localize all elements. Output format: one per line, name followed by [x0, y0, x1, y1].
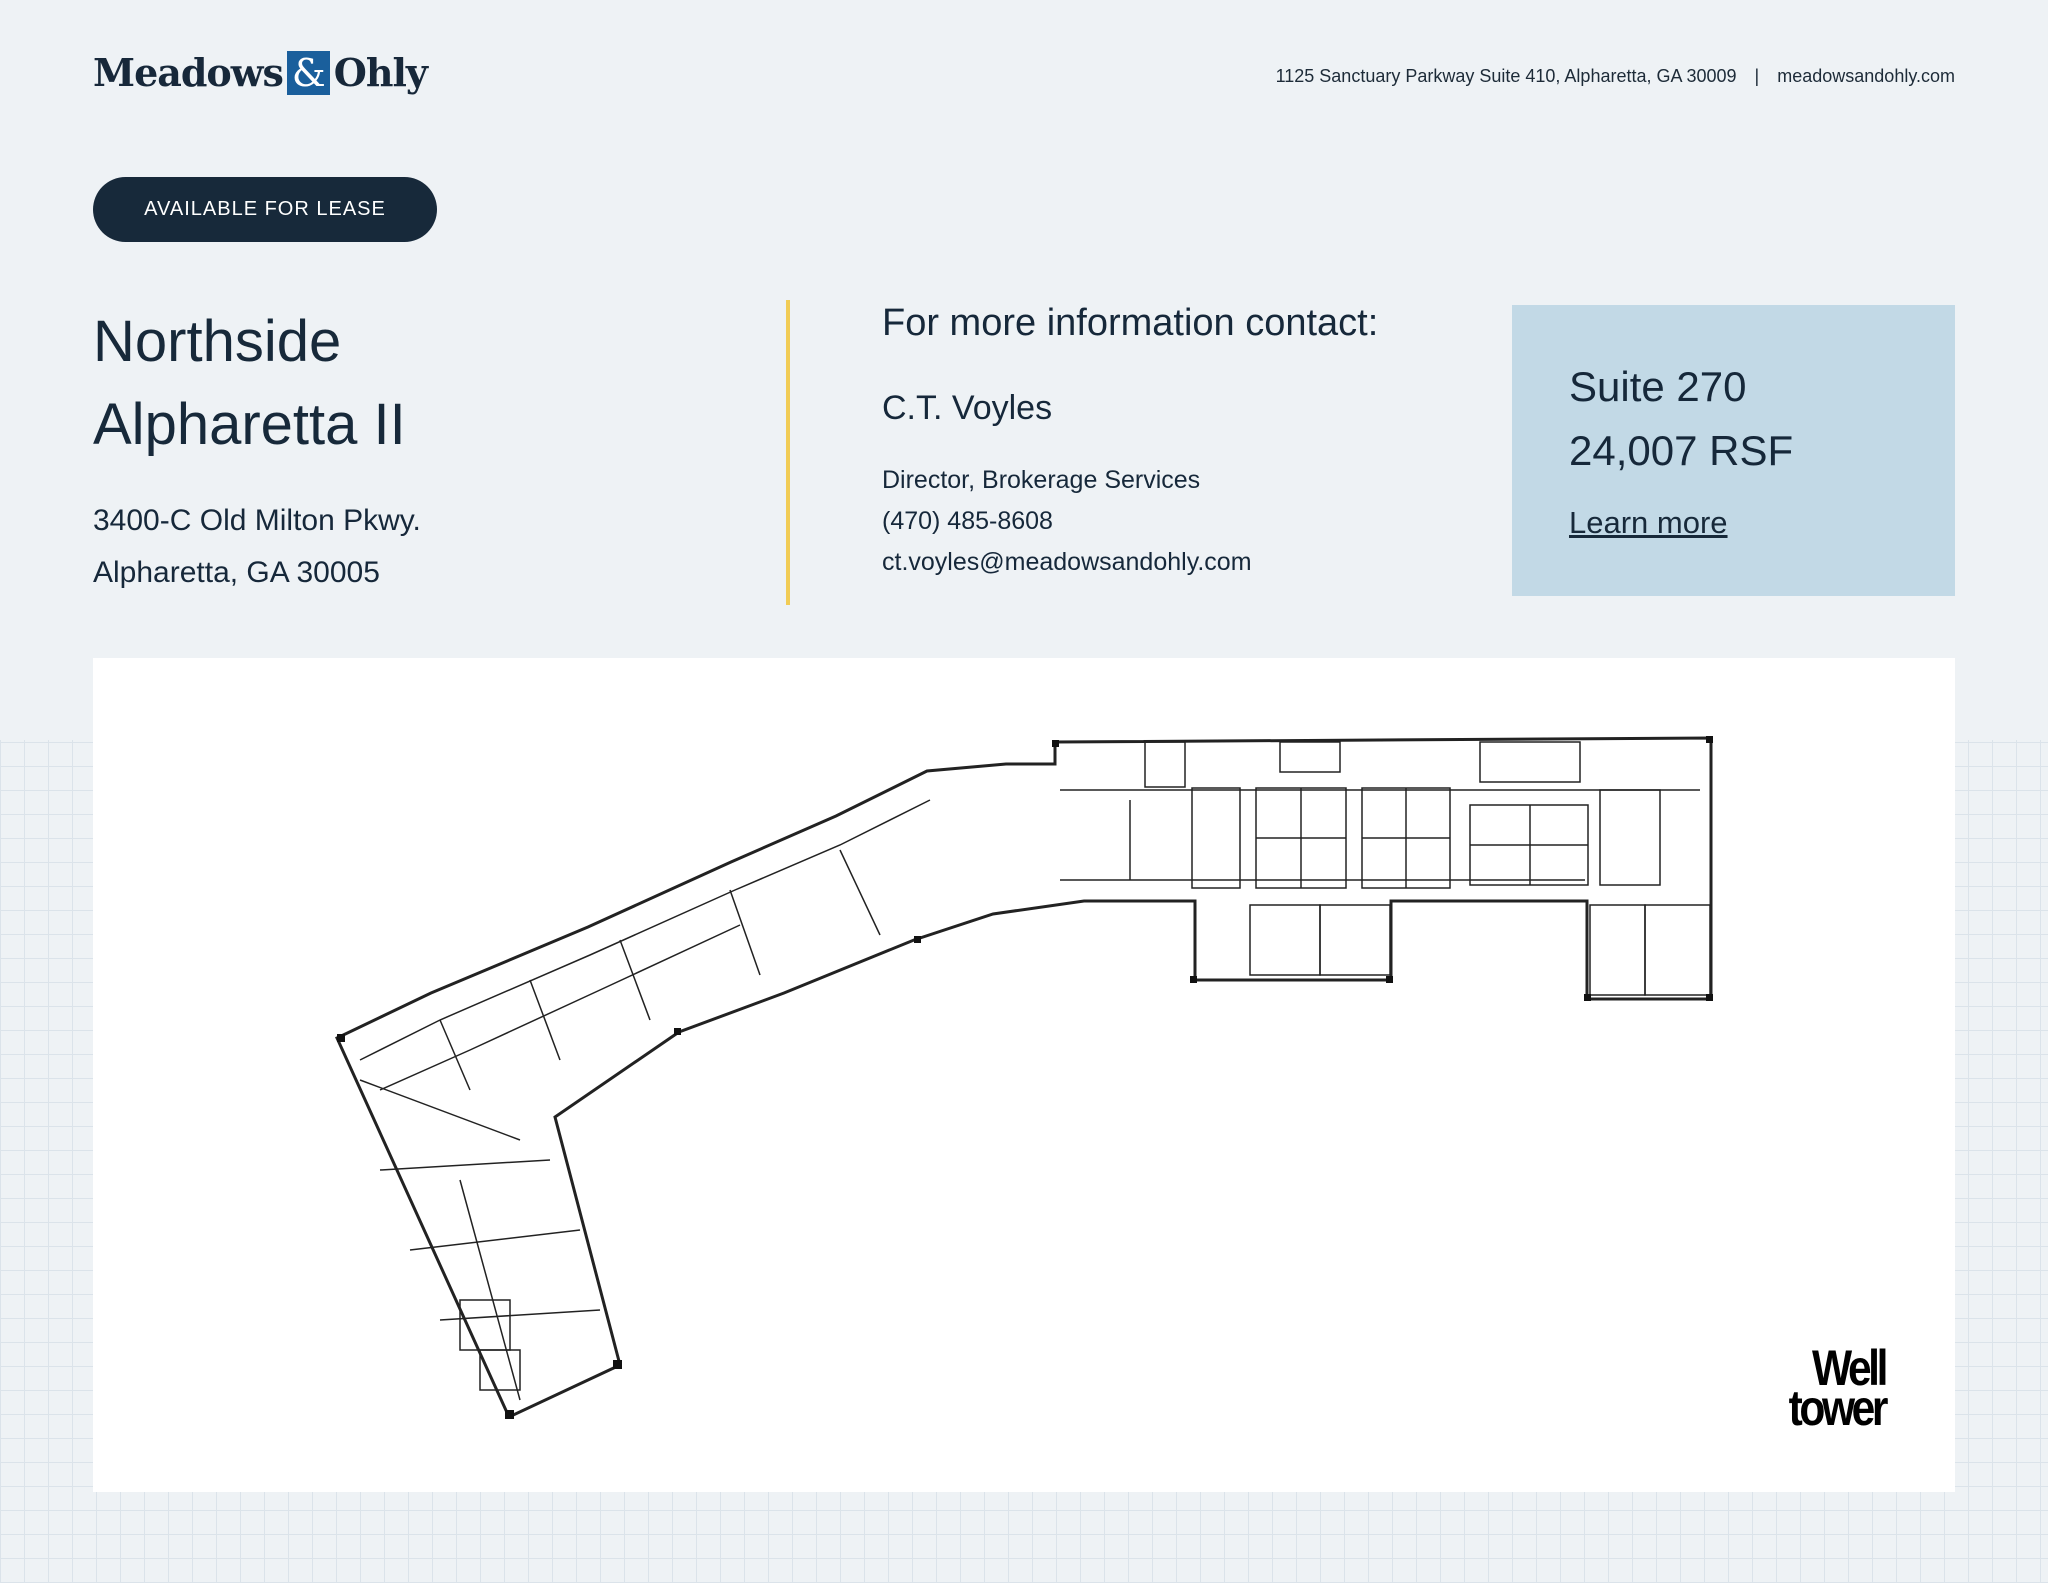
contact-phone[interactable]: (470) 485-8608	[882, 507, 1053, 535]
floor-plan-card	[93, 658, 1955, 1492]
columns	[337, 736, 1713, 1419]
suite-number: Suite 270	[1569, 363, 1747, 410]
suite-size: 24,007 RSF	[1569, 427, 1794, 474]
property-name-line2: Alpharetta II	[93, 392, 406, 457]
learn-more-link[interactable]: Learn more	[1569, 505, 1728, 540]
contact-block: For more information contact: C.T. Voyle…	[882, 302, 1378, 583]
contact-name: C.T. Voyles	[882, 389, 1053, 427]
contact-title: Director, Brokerage Services	[882, 466, 1201, 494]
available-for-lease-badge: AVAILABLE FOR LEASE	[93, 177, 437, 242]
office-address: 1125 Sanctuary Parkway Suite 410, Alphar…	[1275, 66, 1737, 86]
meadows-ohly-logo[interactable]: Meadows&Ohly	[93, 50, 428, 95]
interior-walls	[359, 741, 1711, 1401]
property-title: Northside Alpharetta II	[93, 300, 406, 466]
street: 3400-C Old Milton Pkwy.	[93, 504, 421, 537]
separator: |	[1754, 66, 1760, 86]
divider	[786, 300, 790, 605]
welltower-logo: Well tower	[1787, 1340, 1889, 1436]
welltower-logo-line2: tower	[1788, 1380, 1889, 1436]
property-address: 3400-C Old Milton Pkwy. Alpharetta, GA 3…	[93, 495, 421, 599]
welltower-logo-line1: Well	[1811, 1340, 1888, 1396]
website-link[interactable]: meadowsandohly.com	[1777, 66, 1955, 86]
contact-heading: For more information contact:	[882, 302, 1379, 344]
logo-text-left: Meadows	[93, 50, 284, 95]
property-name-line1: Northside	[93, 309, 342, 374]
city: Alpharetta, GA 30005	[93, 556, 380, 589]
floor-plan-outline	[335, 736, 1713, 1420]
logo-ampersand: &	[286, 50, 330, 95]
contact-email[interactable]: ct.voyles@meadowsandohly.com	[882, 548, 1252, 576]
header-contact: 1125 Sanctuary Parkway Suite 410, Alphar…	[1276, 66, 1955, 87]
suite-info-box: Suite 270 24,007 RSF Learn more	[1512, 305, 1955, 596]
logo-text-right: Ohly	[333, 50, 428, 95]
